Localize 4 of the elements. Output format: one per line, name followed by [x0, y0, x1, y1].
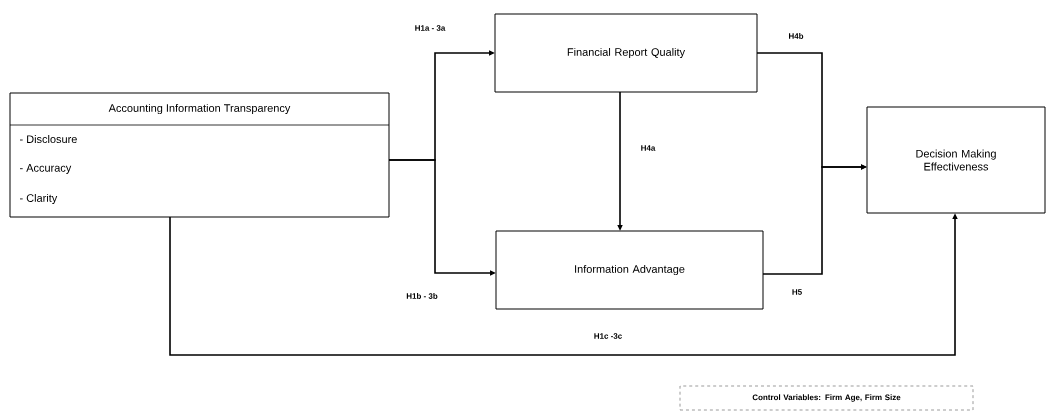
variable-box: Decision Making Effectiveness [866, 106, 1046, 214]
variable-box: Accounting Information Transparency - Disclosure - Accuracy - Clarity [9, 92, 390, 218]
variable-box: Information Advantage [495, 230, 764, 310]
variable-box: Financial Report Quality [494, 13, 758, 93]
